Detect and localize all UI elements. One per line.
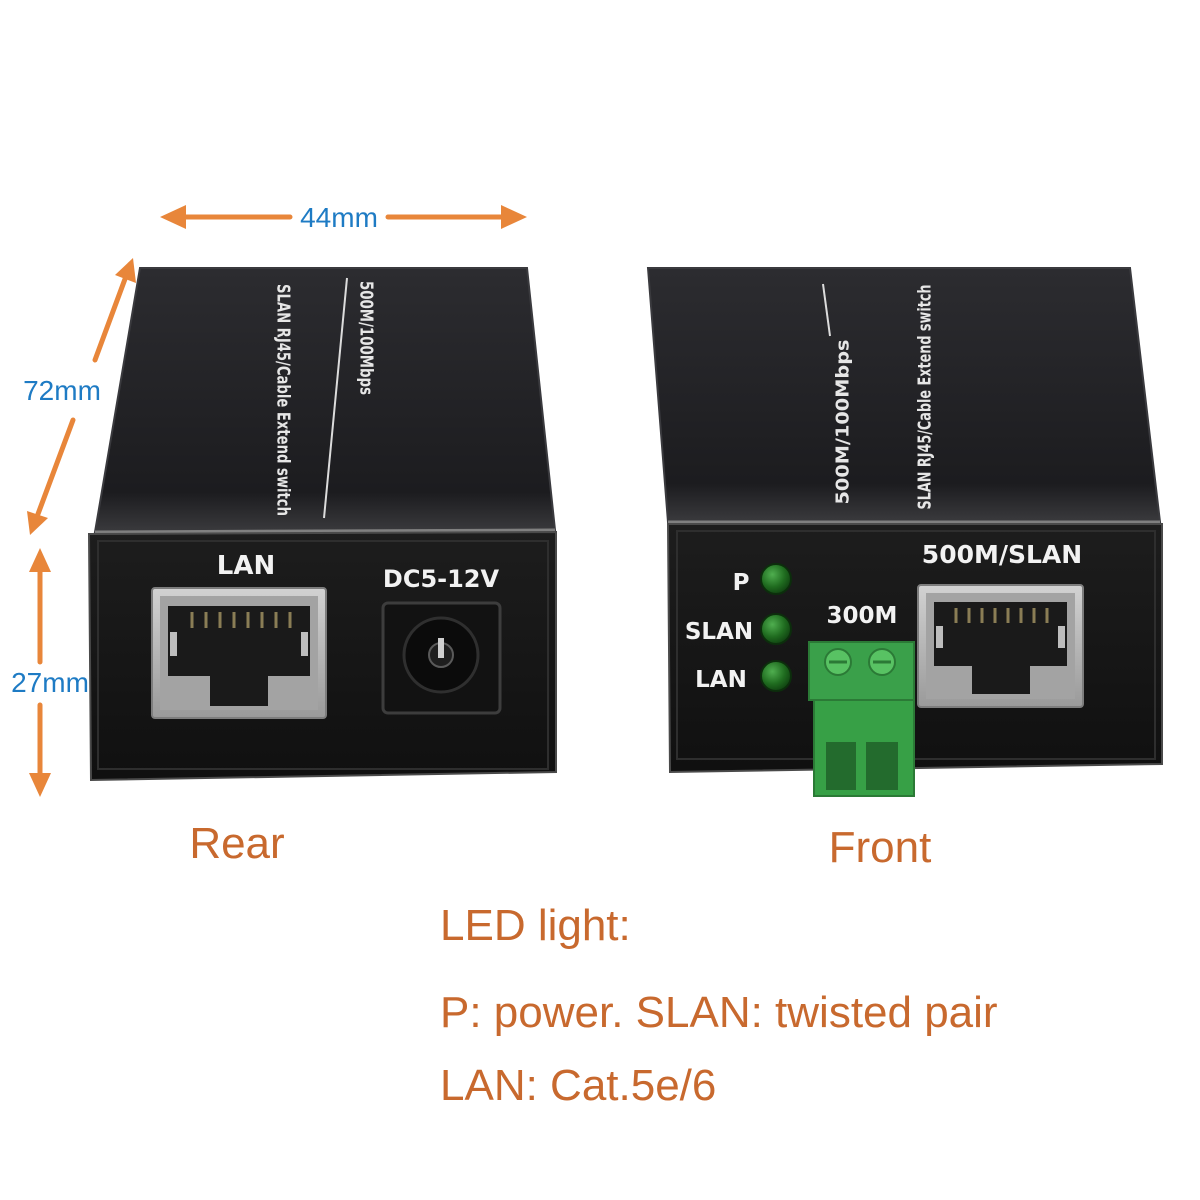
front-port-label: 500M/SLAN [922,540,1082,569]
arrowhead-down-icon [27,511,48,535]
front-caption: Front [829,823,932,872]
height-dimension: 27mm [11,548,89,797]
rear-top-print-model: SLAN RJ45/Cable Extend switch [273,284,294,516]
width-label: 44mm [300,202,378,233]
rear-port-label: LAN [217,551,275,581]
led-label-power: P [733,570,750,596]
legend-line-2: LAN: Cat.5e/6 [440,1061,716,1110]
wire-socket [826,742,856,790]
lan-led-icon [760,660,792,692]
rear-top-stripe [323,277,348,519]
rear-rj45-port[interactable] [151,587,327,719]
rear-panel-inset [97,540,549,770]
front-top-print-speed: 500M/100Mbps [833,340,854,505]
length-arrow-line-upper [92,276,128,363]
arrowhead-bottom-icon [29,773,51,797]
arrowhead-right-icon [501,205,527,229]
led-label-slan: SLAN [685,619,753,645]
power-led-icon [760,563,792,595]
front-panel-inset [676,530,1156,760]
length-dimension: 72mm [23,258,136,535]
rear-top-face [93,267,557,534]
wire-socket [866,742,898,790]
legend-title: LED light: [440,901,631,950]
width-dimension: 44mm [160,202,527,233]
arrowhead-up-icon [115,258,136,283]
front-rj45-port[interactable] [917,584,1084,708]
led-label-lan: LAN [695,667,747,693]
dc-power-jack[interactable] [381,601,502,715]
front-top-face [646,267,1162,523]
rear-caption: Rear [189,819,284,868]
slan-led-icon [760,613,792,645]
length-arrow-line-lower [35,417,76,517]
power-label: DC5-12V [383,565,500,593]
legend-line-1: P: power. SLAN: twisted pair [440,988,998,1037]
front-device: 500M/100Mbps SLAN RJ45/Cable Extend swit… [646,267,1163,797]
arrowhead-left-icon [160,205,186,229]
length-label: 72mm [23,375,101,406]
rear-device: SLAN RJ45/Cable Extend switch 500M/100Mb… [87,267,557,782]
terminal-block[interactable] [808,641,915,797]
terminal-label: 300M [827,603,898,629]
front-top-stripe [822,283,831,337]
front-top-print-model: SLAN RJ45/Cable Extend switch [915,285,936,510]
led-legend: LED light: P: power. SLAN: twisted pair … [440,901,998,1110]
rear-edge-highlight [94,528,556,534]
arrowhead-top-icon [29,548,51,572]
rear-top-print-speed: 500M/100Mbps [356,281,377,395]
height-label: 27mm [11,667,89,698]
